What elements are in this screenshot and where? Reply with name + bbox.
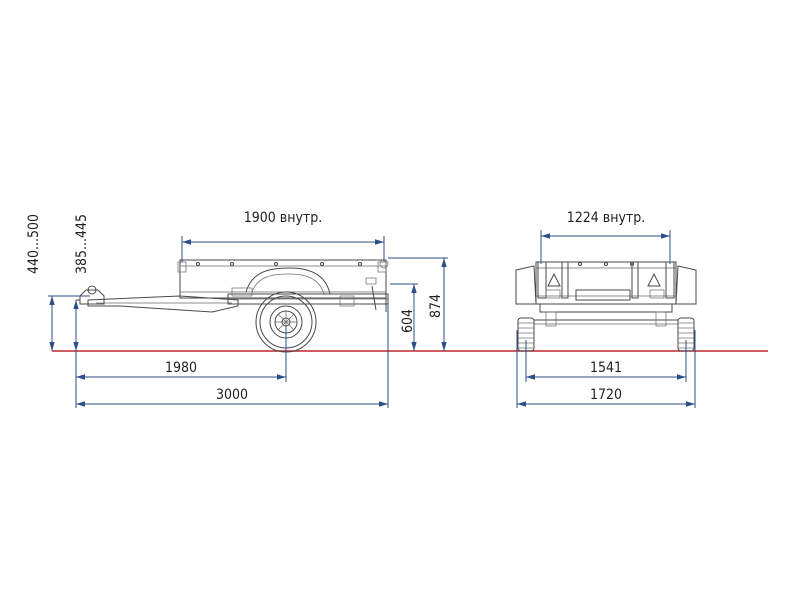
label-deck-height: 604 [400,309,416,333]
rear-fender-right [675,265,697,305]
label-inner-width: 1224 внутр. [567,210,646,226]
label-hitch-height: 440...500 [26,214,42,274]
label-drawbar-height: 385...445 [74,214,90,274]
label-axle-position: 1980 [165,360,197,376]
reflector-left [547,272,561,287]
rear-frame [539,303,673,313]
rear-fender-left [515,265,537,305]
rear-view [515,261,697,352]
license-plate-area [575,289,631,301]
label-side-top-height: 874 [428,294,444,318]
label-track-width: 1541 [590,360,622,376]
label-inner-length: 1900 внутр. [244,210,323,226]
fender [245,267,331,295]
side-view-dimensions: 1900 внутр. 440...500 385...445 1980 300… [26,210,448,408]
label-overall-width: 1720 [590,387,622,403]
side-view [76,259,389,353]
fender-inner [251,273,325,295]
rear-view-dimensions: 1224 внутр. 1541 1720 [516,210,696,408]
drawbar [76,285,239,313]
label-overall-length: 3000 [216,387,248,403]
reflector-right [647,272,661,287]
